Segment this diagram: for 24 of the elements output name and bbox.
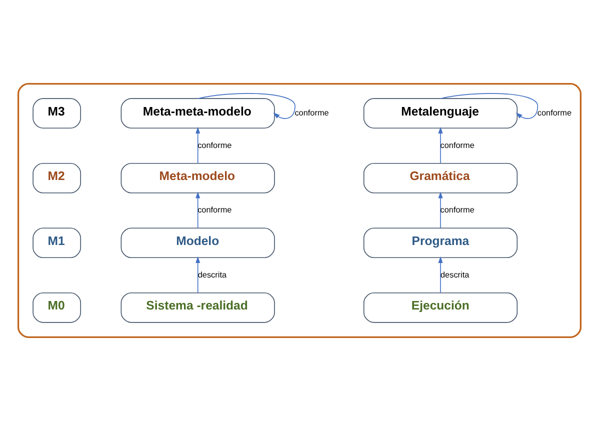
edge-label: descrita <box>198 270 227 280</box>
node-box: Programa <box>363 228 518 258</box>
arrow <box>196 126 200 164</box>
node-box: Metalenguaje <box>363 98 518 129</box>
node-box: Modelo <box>120 228 275 258</box>
node-box: M1 <box>32 228 82 258</box>
node-box: Gramática <box>363 162 518 194</box>
edge-label: conforme <box>294 108 329 118</box>
node-box: M2 <box>32 162 82 194</box>
node-box: Meta-meta-modelo <box>120 98 275 129</box>
edge-label: conforme <box>198 140 232 150</box>
edge-label: conforme <box>198 206 232 215</box>
node-box: Ejecución <box>363 292 518 323</box>
cluster <box>17 83 582 338</box>
node-box: Sistema -realidad <box>120 292 275 323</box>
arrow <box>196 256 200 294</box>
arrow <box>196 192 200 228</box>
node-box: M3 <box>32 98 82 129</box>
node-box: Meta-modelo <box>120 162 275 194</box>
arrow <box>438 256 443 294</box>
edge-label: conforme <box>537 108 572 118</box>
arrow <box>438 192 443 228</box>
node-box: M0 <box>32 292 82 323</box>
arrow <box>438 126 443 164</box>
